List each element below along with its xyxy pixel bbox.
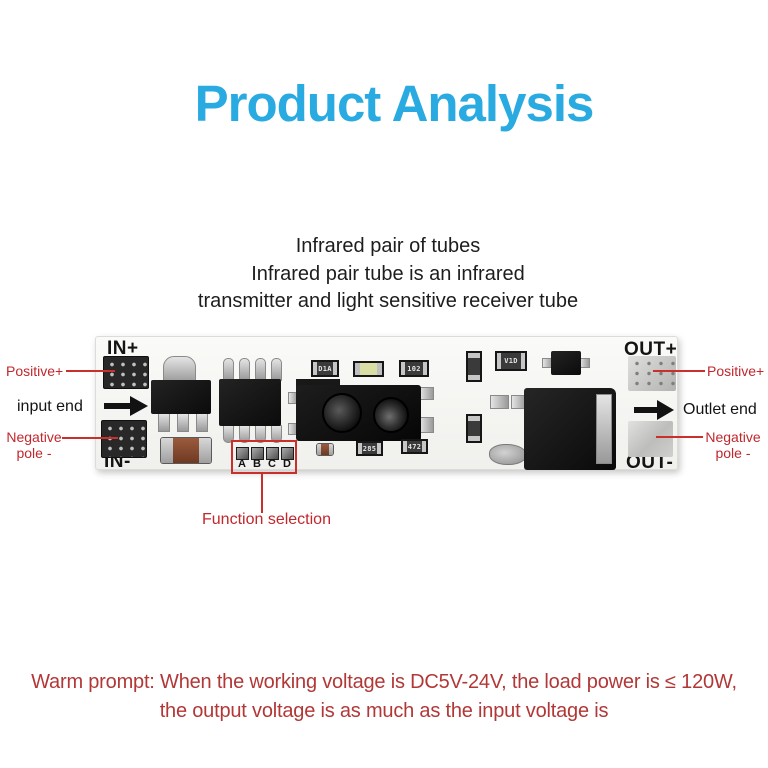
- description-line-3: transmitter and light sensitive receiver…: [197, 290, 579, 312]
- warning-line-1: Warm prompt: When the working voltage is…: [31, 671, 737, 693]
- capacitor-terminal: [161, 438, 173, 463]
- function-pad-letter: A: [238, 458, 246, 470]
- regulator-pin: [177, 413, 189, 432]
- page-title: Product Analysis: [194, 75, 595, 132]
- function-pad-a: [236, 447, 249, 460]
- regulator-pin: [158, 413, 170, 432]
- smd-resistor-vertical: [466, 351, 482, 382]
- function-pad-letter: C: [268, 458, 276, 470]
- ir-tube-pin: [419, 417, 434, 433]
- right-negative-label: Negative pole -: [702, 429, 764, 461]
- warning-text: Warm prompt: When the working voltage is…: [0, 668, 768, 726]
- left-positive-label: Positive+: [6, 363, 64, 379]
- regulator-pin: [196, 413, 208, 432]
- ir-tube-pin: [419, 387, 434, 400]
- outlet-arrow-icon: [634, 400, 674, 420]
- capacitor-terminal: [199, 438, 211, 463]
- ic-pin: [239, 358, 250, 381]
- smd-resistor: 102: [399, 360, 429, 377]
- ic-pin: [223, 358, 234, 381]
- out-minus-pad: [628, 421, 673, 457]
- mosfet-tab: [596, 394, 612, 464]
- function-pad-letter: B: [253, 458, 261, 470]
- left-negative-line-2: pole -: [16, 445, 52, 461]
- ir-transmitter-lens: [322, 393, 362, 433]
- description-line-1: Infrared pair of tubes: [295, 235, 481, 257]
- pcb-board: IN+ IN- OUT+ OUT-: [95, 336, 678, 473]
- input-end-label: input end: [17, 398, 83, 415]
- ic-pin: [255, 358, 266, 381]
- capacitor-terminal: [329, 444, 333, 455]
- function-pad-c: [266, 447, 279, 460]
- smd-resistor: 472: [401, 439, 428, 454]
- smd-resistor-vertical: [466, 414, 482, 443]
- out-plus-pad: [628, 356, 676, 391]
- capacitor: [160, 437, 212, 464]
- ic-pin: [271, 358, 282, 381]
- function-selection-box: [231, 440, 297, 474]
- smd-resistor: 285: [356, 441, 383, 456]
- right-positive-pointer-line: [653, 370, 705, 372]
- right-positive-label: Positive+: [707, 363, 765, 379]
- capacitor-body: [321, 444, 329, 455]
- left-positive-pointer-line: [66, 370, 115, 372]
- solder-joint: [489, 444, 527, 465]
- in-plus-pad: [103, 356, 149, 389]
- ir-receiver-lens: [373, 397, 409, 433]
- description-line-2: Infrared pair tube is an infrared: [251, 262, 525, 285]
- function-selection-label: Function selection: [202, 511, 331, 528]
- description: Infrared pair of tubes Infrared pair tub…: [8, 233, 768, 316]
- left-negative-line-1: Negative: [6, 429, 62, 445]
- right-negative-line-2: pole -: [715, 445, 751, 461]
- smd-resistor: V1D: [495, 351, 527, 371]
- left-negative-label: Negative pole -: [4, 429, 64, 461]
- function-pad-b: [251, 447, 264, 460]
- out-plus-label: OUT+: [624, 339, 678, 360]
- function-pad-letter: D: [283, 458, 291, 470]
- function-pad-d: [281, 447, 294, 460]
- voltage-regulator: [151, 380, 211, 414]
- smd-resistor: D1A: [311, 360, 339, 377]
- outlet-end-label: Outlet end: [683, 401, 757, 418]
- ic-soic8: [219, 379, 281, 426]
- mosfet-pin: [490, 395, 509, 409]
- regulator-tab: [163, 356, 196, 383]
- right-negative-line-1: Negative: [705, 429, 761, 445]
- input-arrow-icon: [104, 396, 148, 416]
- warning-line-2: the output voltage is as much as the inp…: [159, 700, 609, 722]
- smd-led: [353, 361, 384, 377]
- left-negative-pointer-line: [62, 437, 118, 439]
- in-minus-pad: [101, 420, 147, 458]
- sot23-transistor: [551, 351, 581, 375]
- ir-tube-ridge: [296, 379, 340, 389]
- capacitor-body: [173, 438, 199, 463]
- smd-capacitor: [316, 443, 334, 456]
- in-plus-label: IN+: [107, 338, 139, 359]
- capacitor-terminal: [317, 444, 321, 455]
- function-selection-pointer-line: [261, 474, 263, 513]
- out-minus-label: OUT-: [626, 452, 674, 473]
- right-negative-pointer-line: [656, 436, 703, 438]
